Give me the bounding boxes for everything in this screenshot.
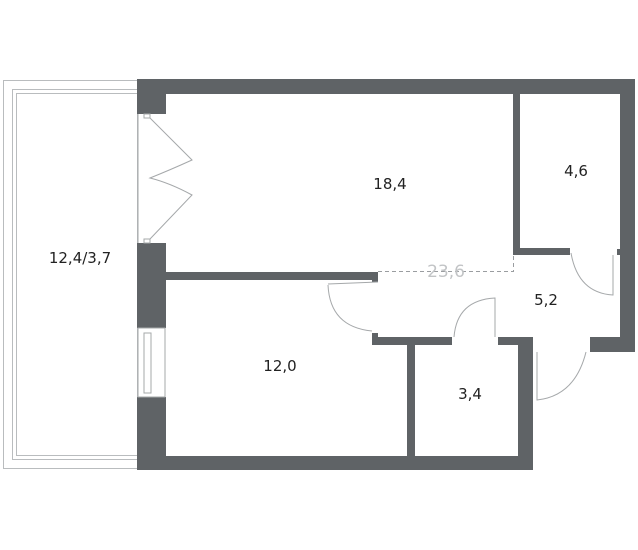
doors bbox=[327, 252, 614, 401]
balcony bbox=[3, 80, 138, 469]
room-area-living-room: 18,4 bbox=[373, 175, 406, 193]
room-area-balcony: 12,4/3,7 bbox=[49, 249, 111, 267]
room-area-hallway: 5,2 bbox=[534, 291, 558, 309]
room-area-bathroom: 3,4 bbox=[458, 385, 482, 403]
combined-area-boundary bbox=[378, 255, 514, 272]
window bbox=[137, 327, 166, 398]
combined-area-label: 23,6 bbox=[427, 262, 465, 282]
room-area-bedroom: 12,0 bbox=[263, 357, 296, 375]
walls bbox=[137, 79, 635, 470]
room-area-wardrobe: 4,6 bbox=[564, 162, 588, 180]
balcony-french-door bbox=[137, 113, 193, 244]
